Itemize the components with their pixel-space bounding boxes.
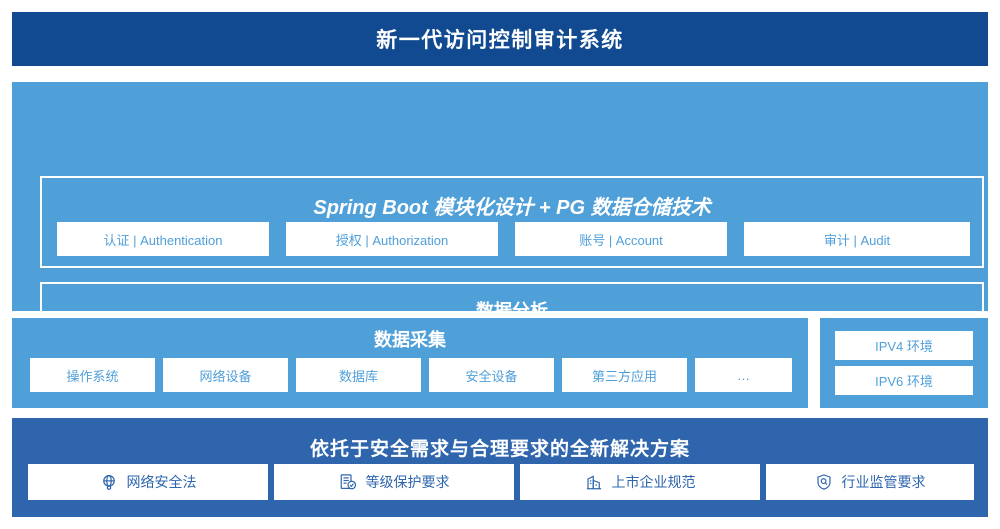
- platform-panel: Spring Boot 模块化设计 + PG 数据仓储技术 认证 | Authe…: [12, 82, 988, 374]
- collection-chip-more[interactable]: …: [695, 358, 792, 392]
- environment-chip-ipv4[interactable]: IPV4 环境: [835, 331, 973, 360]
- document-check-icon: [339, 473, 357, 491]
- solution-chip-listed-company-standard[interactable]: 上市企业规范: [520, 464, 760, 500]
- solution-title: 依托于安全需求与合理要求的全新解决方案: [309, 439, 690, 460]
- page-header: 新一代访问控制审计系统: [12, 12, 988, 66]
- globe-icon: [100, 473, 118, 491]
- shield-search-icon: [815, 473, 833, 491]
- platform-chip-audit[interactable]: 审计 | Audit: [744, 222, 970, 256]
- solution-chip-label: 行业监管要求: [841, 474, 926, 490]
- collection-panel: 数据采集 操作系统 网络设备 数据库 安全设备 第三方应用 …: [12, 318, 808, 408]
- collection-chip-os[interactable]: 操作系统: [30, 358, 155, 392]
- collection-title: 数据采集: [374, 330, 446, 350]
- platform-chip-authorization[interactable]: 授权 | Authorization: [286, 222, 498, 256]
- collection-chip-third-party-app[interactable]: 第三方应用: [562, 358, 687, 392]
- solution-chip-industry-regulation[interactable]: 行业监管要求: [766, 464, 974, 500]
- collection-chip-database[interactable]: 数据库: [296, 358, 421, 392]
- solution-chip-label: 上市企业规范: [611, 474, 696, 490]
- platform-chip-account[interactable]: 账号 | Account: [515, 222, 727, 256]
- page-title: 新一代访问控制审计系统: [376, 29, 624, 52]
- solution-panel: 依托于安全需求与合理要求的全新解决方案 网络安全法: [12, 418, 988, 517]
- springboot-group-title: Spring Boot 模块化设计 + PG 数据仓储技术: [313, 197, 711, 219]
- collection-chip-security-device[interactable]: 安全设备: [429, 358, 554, 392]
- springboot-group: Spring Boot 模块化设计 + PG 数据仓储技术 认证 | Authe…: [40, 176, 984, 268]
- analysis-group-title: 数据分析: [476, 301, 548, 321]
- solution-chip-label: 网络安全法: [126, 474, 197, 490]
- solution-chip-cybersecurity-law[interactable]: 网络安全法: [28, 464, 268, 500]
- solution-chip-classified-protection[interactable]: 等级保护要求: [274, 464, 514, 500]
- collection-chip-network-device[interactable]: 网络设备: [163, 358, 288, 392]
- environment-chip-ipv6[interactable]: IPV6 环境: [835, 366, 973, 395]
- building-icon: [585, 473, 603, 491]
- solution-chip-label: 等级保护要求: [365, 474, 450, 490]
- platform-chip-authentication[interactable]: 认证 | Authentication: [57, 222, 269, 256]
- environment-panel: IPV4 环境 IPV6 环境: [820, 318, 988, 408]
